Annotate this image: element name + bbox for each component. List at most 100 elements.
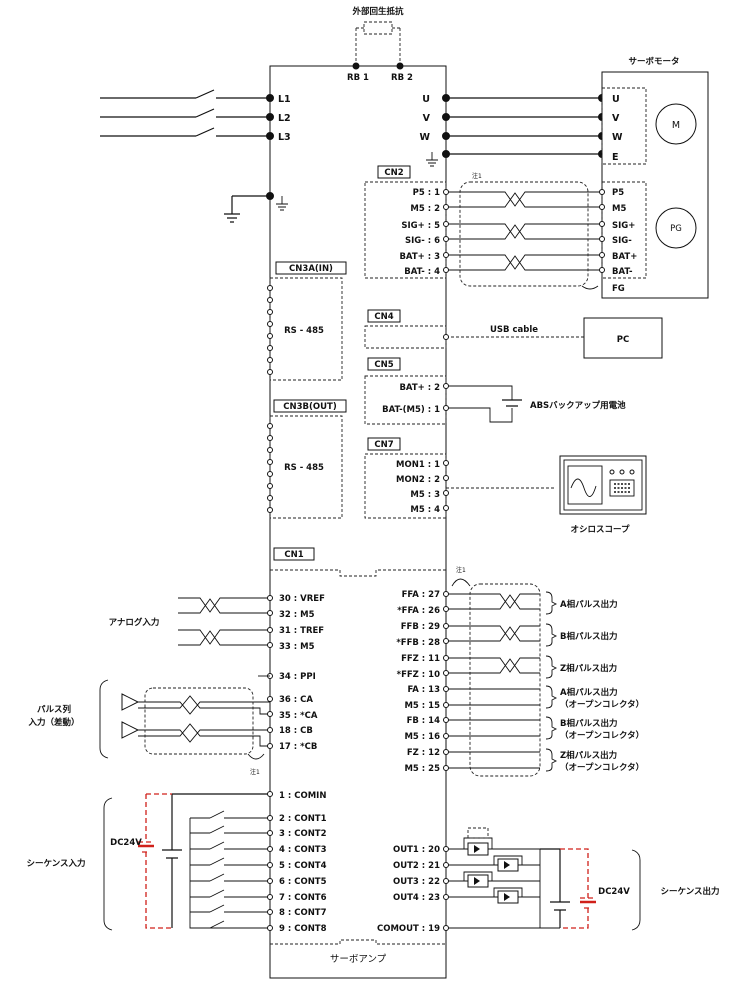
cn4-label: CN4 xyxy=(374,312,393,322)
regen-label: 外部回生抵抗 xyxy=(351,6,404,17)
cn2-pin-sigp: SIG+ : 5 xyxy=(401,221,440,231)
cn1-pin-20: OUT1 : 20 xyxy=(393,845,440,855)
enc-term-p5: P5 xyxy=(612,188,624,198)
usb-cable-label: USB cable xyxy=(490,325,538,335)
b-phase-oc-label: B相パルス出力 xyxy=(560,718,617,729)
battery-icon xyxy=(502,399,522,407)
analog-input-label: アナログ入力 xyxy=(109,617,160,628)
cn3a-pins xyxy=(267,285,273,375)
a-phase-oc-label: A相パルス出力 xyxy=(560,687,618,698)
cn7-pin-m5b: M5 : 4 xyxy=(410,505,440,515)
cn1-pin-13: FA : 13 xyxy=(407,685,440,695)
ground-symbol-icon xyxy=(426,152,438,167)
seq-output-label: シーケンス出力 xyxy=(660,886,719,897)
cn1-label: CN1 xyxy=(284,550,303,560)
cn1-pin-2: 2 : CONT1 xyxy=(279,814,327,824)
enc-term-batm: BAT- xyxy=(612,267,633,277)
cn1-pin-28: *FFB : 28 xyxy=(396,638,440,648)
servo-amp-box xyxy=(269,65,447,979)
servo-amp-label: サーボアンプ xyxy=(330,954,387,965)
cn1-pin-26: *FFA : 26 xyxy=(397,606,440,616)
encoder-cable: 注1 xyxy=(443,172,605,290)
cn1-pin-30: 30 : VREF xyxy=(279,594,325,604)
cn1-pin-36: 36 : CA xyxy=(279,695,313,705)
pulse-output-wires: 注1 xyxy=(443,566,558,777)
cn2-pin-batm: BAT- : 4 xyxy=(404,267,440,277)
b-phase-oc-sub: （オープンコレクタ） xyxy=(560,730,644,741)
l1-label: L1 xyxy=(278,94,291,105)
pulse-input-label-1: パルス列 xyxy=(37,704,72,715)
motor-term-v: V xyxy=(612,113,620,124)
cn3b-pins xyxy=(267,423,273,513)
cn1-pin-33: 33 : M5 xyxy=(279,642,315,652)
encoder-pg-icon xyxy=(655,207,697,249)
cn1-pin-8: 8 : CONT7 xyxy=(279,908,327,918)
cn1-pin-32: 32 : M5 xyxy=(279,610,315,620)
cn1-pin-27: FFA : 27 xyxy=(402,590,440,600)
note-cn1-right: 注1 xyxy=(456,566,466,574)
cn2-label: CN2 xyxy=(384,168,403,178)
cn1-pin-34: 34 : PPI xyxy=(279,672,316,682)
note-cn1-left: 注1 xyxy=(250,768,260,776)
cn2-pin-batp: BAT+ : 3 xyxy=(399,252,440,262)
scope-label: オシロスコープ xyxy=(571,524,630,535)
cn5-pin-batm: BAT-(M5) : 1 xyxy=(382,405,440,415)
cn1-pin-4: 4 : CONT3 xyxy=(279,845,327,855)
cn2-pin-p5: P5 : 1 xyxy=(413,188,440,198)
battery-label: ABSバックアップ用電池 xyxy=(530,400,626,411)
cn1-pin-10: *FFZ : 10 xyxy=(397,670,440,680)
cn1-pin-22: OUT3 : 22 xyxy=(393,877,440,887)
cn1-pin-18: 18 : CB xyxy=(279,726,313,736)
w-label: W xyxy=(420,132,431,143)
cn1-pin-7: 7 : CONT6 xyxy=(279,893,327,903)
enc-term-batp: BAT+ xyxy=(612,252,637,262)
motor-m-label: M xyxy=(672,120,680,131)
pc-label: PC xyxy=(617,335,629,345)
cn1-pin-25: M5 : 25 xyxy=(404,764,440,774)
enc-term-sigm: SIG- xyxy=(612,236,632,246)
servo-motor-box xyxy=(601,71,709,299)
power-input: L1 L2 L3 xyxy=(100,89,291,143)
cn5-pin-batp: BAT+ : 2 xyxy=(399,383,440,393)
motor-output: U V W xyxy=(420,94,606,167)
cn3b-text: RS - 485 xyxy=(284,463,324,473)
motor-term-e: E xyxy=(612,152,619,163)
pulse-train-input: 注1 xyxy=(99,679,273,776)
sequence-input-wires xyxy=(103,791,273,931)
cn1-pin-12: FZ : 12 xyxy=(407,748,440,758)
motor-term-w: W xyxy=(612,132,623,143)
cn3a-text: RS - 485 xyxy=(284,326,324,336)
ground-icon xyxy=(224,195,270,223)
cn1-pin-19: COMOUT : 19 xyxy=(377,924,440,934)
b-phase-out-label: B相パルス出力 xyxy=(560,631,617,642)
sequence-output-wires xyxy=(443,827,641,931)
l2-label: L2 xyxy=(278,113,291,124)
enc-term-sigp: SIG+ xyxy=(612,221,635,231)
cn1-pin-9: 9 : CONT8 xyxy=(279,924,327,934)
cn7-pin-m5a: M5 : 3 xyxy=(410,490,440,500)
cn7-pin-mon2: MON2 : 2 xyxy=(396,475,440,485)
z-phase-oc-sub: （オープンコレクタ） xyxy=(560,762,644,773)
cn3b-label: CN3B(OUT) xyxy=(283,402,337,412)
rb1-label: RB 1 xyxy=(347,73,369,83)
ground-symbol-icon xyxy=(276,196,288,211)
z-phase-oc-label: Z相パルス出力 xyxy=(560,750,617,761)
encoder-pg-label: PG xyxy=(670,224,682,234)
motor-title: サーボモータ xyxy=(628,56,679,67)
cn1-pin-6: 6 : CONT5 xyxy=(279,877,327,887)
cn1-pin-5: 5 : CONT4 xyxy=(279,861,327,871)
oscilloscope-icon xyxy=(559,455,647,515)
cn1-pin-16: M5 : 16 xyxy=(404,732,440,742)
cn1-pin-31: 31 : TREF xyxy=(279,626,324,636)
pc-box xyxy=(583,317,663,359)
pulse-input-label-2: 入力（差動） xyxy=(27,717,79,728)
cn3a-label: CN3A(IN) xyxy=(289,264,333,274)
v-label: V xyxy=(423,113,431,124)
cn1-pin-23: OUT4 : 23 xyxy=(393,893,440,903)
cn1-pin-21: OUT2 : 21 xyxy=(393,861,440,871)
cn2-pin-m5: M5 : 2 xyxy=(410,204,440,214)
dc24v-right-label: DC24V xyxy=(598,887,630,897)
dc24v-left-label: DC24V xyxy=(110,838,142,848)
a-phase-oc-sub: （オープンコレクタ） xyxy=(560,699,644,710)
u-label: U xyxy=(422,94,430,105)
